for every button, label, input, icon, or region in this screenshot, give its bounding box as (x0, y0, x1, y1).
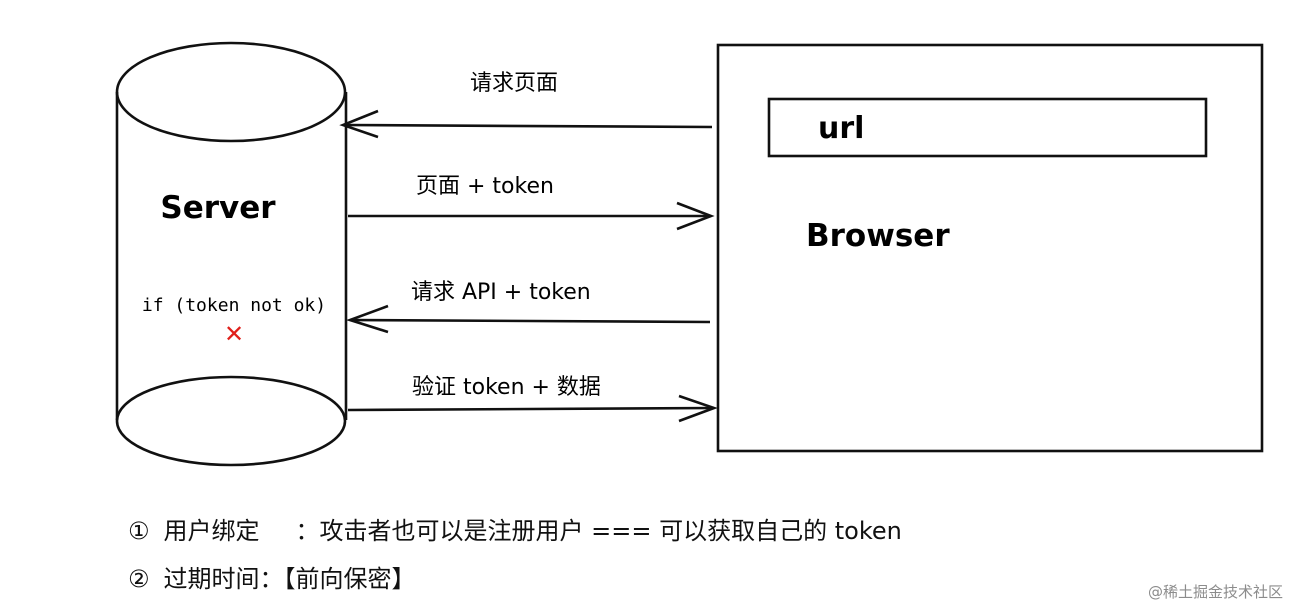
note-user-binding: ① 用户绑定 ：攻击者也可以是注册用户 === 可以获取自己的 token (128, 511, 902, 546)
arrow-request-api: 请求 API + token (345, 280, 711, 334)
arrow-label-verify-token: 验证 token + 数据 (412, 375, 601, 400)
note-text: 攻击者也可以是注册用户 === 可以获取自己的 token (319, 517, 902, 545)
arrow-label-page-token: 页面 + token (416, 174, 554, 199)
server-condition: if (token not ok) (142, 295, 326, 316)
browser-title: Browser (806, 218, 950, 254)
note-separator: ： (295, 517, 320, 545)
note-expiry: ② 过期时间：【前向保密】 (128, 559, 416, 594)
arrow-verify-token: 验证 token + 数据 (347, 375, 718, 423)
note-title: 用户绑定 (163, 517, 260, 545)
server-cylinder: Server if (token not ok) ✕ (115, 41, 348, 467)
note-text: 【前向保密】 (283, 565, 416, 593)
arrowhead-right-icon (676, 201, 715, 231)
url-bar (767, 97, 1208, 158)
url-label: url (818, 111, 864, 146)
note-number: ② (128, 565, 150, 593)
arrow-page-token: 页面 + token (348, 174, 715, 231)
watermark-credit: @稀土掘金技术社区 (1147, 583, 1283, 601)
error-mark-icon: ✕ (224, 320, 244, 348)
note-title: 过期时间： (163, 565, 284, 593)
arrow-label-request-page: 请求页面 (470, 71, 558, 96)
browser-window: url Browser (716, 43, 1264, 453)
note-number: ① (128, 517, 150, 545)
arrowhead-left-icon (345, 304, 389, 334)
arrow-request-page: 请求页面 (339, 71, 713, 139)
arrow-label-request-api: 请求 API + token (411, 280, 591, 305)
arrowhead-left-icon (339, 109, 379, 139)
arrowhead-right-icon (678, 394, 718, 423)
server-title: Server (160, 190, 276, 226)
